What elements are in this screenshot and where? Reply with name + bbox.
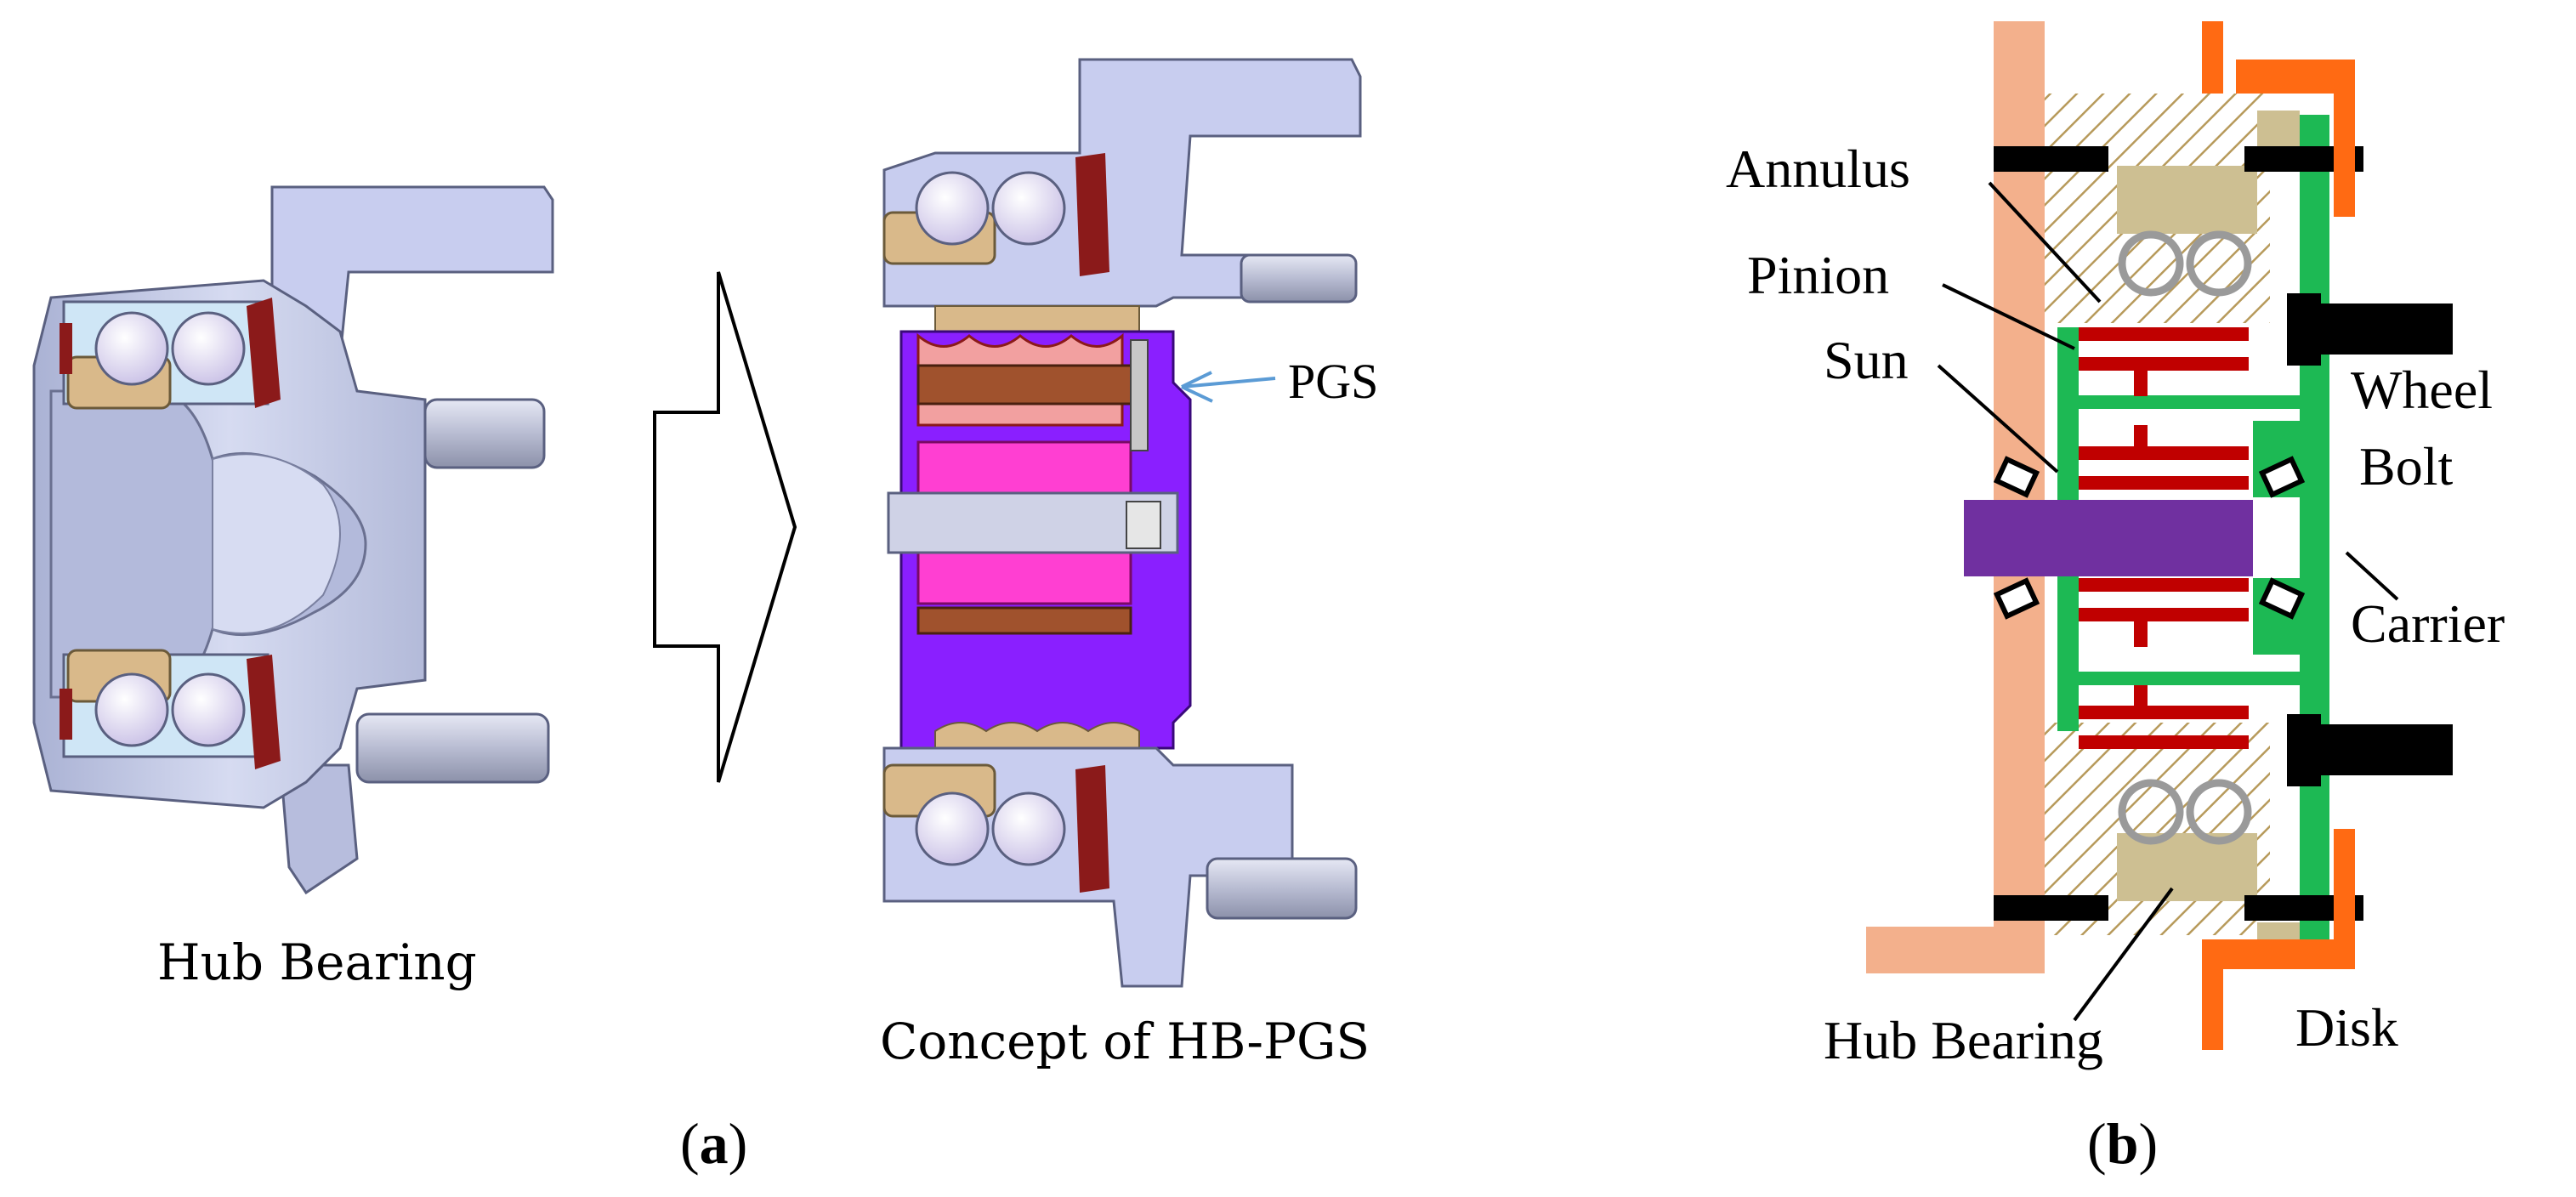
label-disk: Disk bbox=[2295, 997, 2398, 1058]
pgs-stud-upper bbox=[1240, 253, 1358, 304]
carrier-arm-lower bbox=[2079, 672, 2304, 685]
pgs-needle-pin bbox=[1130, 339, 1149, 451]
transform-arrow bbox=[653, 271, 797, 783]
carrier-left-lower bbox=[2057, 574, 2079, 731]
pgs-seal-lower bbox=[1075, 765, 1109, 893]
leader-sun bbox=[1937, 364, 2059, 474]
label-carrier: Carrier bbox=[2351, 593, 2505, 654]
pgs-needle-bearing bbox=[1126, 501, 1161, 549]
carrier-arm-upper bbox=[2079, 395, 2304, 409]
stud-upper bbox=[423, 398, 546, 469]
label-sun: Sun bbox=[1824, 330, 1909, 390]
pinion-bottom-b bbox=[2079, 735, 2249, 749]
ball-upper-1 bbox=[94, 311, 169, 386]
pinion-top-b bbox=[2079, 357, 2249, 371]
carrier-left-upper bbox=[2057, 327, 2079, 506]
bearing-ball-bottom-1 bbox=[2118, 779, 2184, 845]
pgs-ball-lower-2 bbox=[991, 791, 1066, 866]
hub-bearing-top bbox=[2117, 166, 2257, 234]
pinion-mid-pin bbox=[2134, 425, 2148, 451]
pinion-bottom-pin bbox=[2134, 685, 2148, 711]
bearing-ball-bottom-2 bbox=[2186, 779, 2252, 845]
disk-bottom bbox=[2202, 829, 2355, 1050]
pgs-label: PGS bbox=[1288, 354, 1378, 409]
carrier-plate bbox=[2300, 115, 2329, 956]
pgs-pointer-head bbox=[1181, 371, 1213, 403]
seal-lower-right bbox=[247, 655, 281, 769]
pinion-top-a bbox=[2079, 327, 2249, 341]
pinion-top-pin bbox=[2134, 371, 2148, 396]
seal-upper-right bbox=[247, 298, 281, 408]
schematic-drawing bbox=[1866, 21, 2453, 1050]
pgs-sun-upper bbox=[916, 440, 1132, 495]
pgs-ball-lower-1 bbox=[915, 791, 990, 866]
wheel-bolt-bottom bbox=[2321, 724, 2453, 775]
label-pinion: Pinion bbox=[1747, 245, 1889, 305]
pinion-low-pin bbox=[2134, 621, 2148, 647]
pgs-pointer-line bbox=[1181, 377, 1276, 389]
pgs-annulus-top bbox=[934, 305, 1140, 332]
leader-annulus bbox=[1988, 181, 2102, 304]
label-annulus: Annulus bbox=[1726, 139, 1910, 199]
panel-a-label: (a) bbox=[680, 1111, 747, 1176]
pgs-annulus-bottom bbox=[934, 722, 1140, 749]
hub-bearing-bottom bbox=[2117, 833, 2257, 901]
wheel-bolt-top-head bbox=[2287, 293, 2321, 366]
pgs-sun-lower bbox=[916, 551, 1132, 605]
pinion-low-b bbox=[2079, 608, 2249, 621]
seal-bottom-left bbox=[1994, 895, 2108, 921]
sun-shaft bbox=[1964, 500, 2253, 576]
pgs-pinion-shaft-lower bbox=[916, 606, 1132, 635]
wheel-bolt-top bbox=[2321, 304, 2453, 355]
leader-hub-bearing bbox=[2073, 887, 2174, 1022]
seal-upper-left bbox=[60, 323, 72, 374]
label-wheel: Wheel bbox=[2351, 360, 2493, 420]
label-hub-bearing: Hub Bearing bbox=[1824, 1010, 2103, 1070]
bearing-ball-top-1 bbox=[2118, 230, 2184, 297]
hub-bell-face bbox=[212, 453, 341, 634]
pinion-low-a bbox=[2079, 578, 2249, 592]
pgs-ball-upper-1 bbox=[915, 171, 990, 246]
leader-carrier bbox=[2345, 551, 2399, 601]
pgs-ball-upper-2 bbox=[991, 171, 1066, 246]
hb-pgs-caption: Concept of HB-PGS bbox=[880, 1013, 1370, 1070]
pinion-mid-a bbox=[2079, 446, 2249, 460]
stud-lower bbox=[355, 712, 550, 784]
leader-pinion bbox=[1942, 283, 2075, 350]
wheel-bolt-bottom-head bbox=[2287, 714, 2321, 786]
pgs-stud-lower bbox=[1206, 857, 1358, 920]
hub-bearing-drawing bbox=[32, 185, 554, 895]
needle-right-top bbox=[2258, 456, 2306, 498]
panel-b-label: (b) bbox=[2087, 1111, 2158, 1176]
seal-lower-left bbox=[60, 689, 72, 740]
pgs-seal-upper bbox=[1075, 153, 1109, 276]
bearing-ball-top-2 bbox=[2186, 230, 2252, 297]
pinion-mid-b bbox=[2079, 476, 2249, 490]
knuckle bbox=[1866, 21, 2045, 973]
pgs-pinion-shaft-upper bbox=[916, 364, 1141, 406]
disk-bottom-inner bbox=[2223, 969, 2236, 1050]
hub-flange-lower bbox=[279, 763, 359, 895]
needle-left-bottom bbox=[1993, 577, 2040, 620]
label-bolt: Bolt bbox=[2359, 436, 2453, 496]
seal-top-left bbox=[1994, 146, 2108, 172]
pinion-bottom-a bbox=[2079, 706, 2249, 719]
disk-top-inner bbox=[2223, 21, 2236, 94]
hub-bearing-caption: Hub Bearing bbox=[157, 933, 477, 991]
needle-left-top bbox=[1993, 456, 2040, 498]
hb-pgs-drawing bbox=[882, 58, 1362, 988]
disk-top bbox=[2202, 21, 2355, 217]
ball-upper-2 bbox=[171, 311, 246, 386]
ball-lower-1 bbox=[94, 672, 169, 747]
ball-lower-2 bbox=[171, 672, 246, 747]
needle-right-bottom bbox=[2258, 577, 2306, 620]
